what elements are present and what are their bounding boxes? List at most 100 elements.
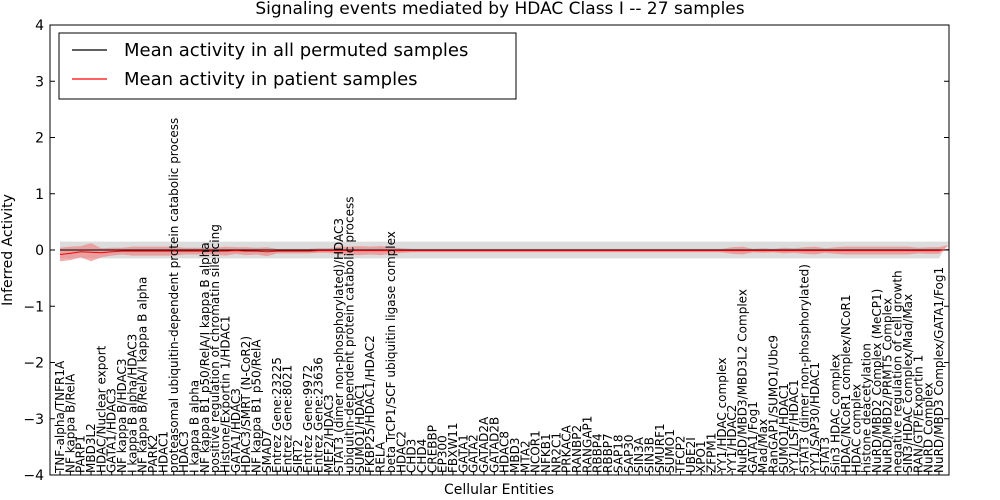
x-tick-label: Entrez Gene:23225 xyxy=(270,357,284,473)
x-tick-label: HDAC2 xyxy=(394,431,408,473)
x-tick-label: MEF2/HDAC3 xyxy=(322,394,336,473)
x-tick-label: STAT3 (dimer non-phosphorylated) xyxy=(798,264,812,473)
x-tick-label: NF kappa B/HDAC3 xyxy=(115,358,129,473)
x-tick-label: NF kappa B1 p50/RelA xyxy=(250,339,264,473)
x-tick-label: NF kappa B/RelA/I kappa B alpha xyxy=(136,277,150,473)
x-tick-label: Mad/Max xyxy=(756,419,770,473)
x-tick-label: CHD3 xyxy=(405,439,419,473)
x-tick-label: SUMO1/HDAC1 xyxy=(777,383,791,473)
x-tick-label: NuRD Complex xyxy=(922,382,936,473)
x-tick-label: GATA2 xyxy=(467,434,481,473)
x-tick-label: Entrez Gene:8021 xyxy=(281,365,295,473)
x-tick-label: NFKB1 xyxy=(539,433,553,473)
plot-area xyxy=(59,241,950,262)
x-tick-label: HDAC/NCoR1 complex/NCoR1 xyxy=(839,294,853,473)
x-tick-label: Sin3 HDAC complex xyxy=(829,354,843,473)
y-tick-label: 4 xyxy=(35,18,44,34)
y-axis-label: Inferred Activity xyxy=(0,194,16,306)
x-tick-label: RBBP4 xyxy=(591,433,605,473)
y-tick-label: −2 xyxy=(23,356,44,372)
x-tick-label: TNF-alpha/TNFR1A xyxy=(53,360,67,474)
x-tick-label: ubiquitin-dependent protein catabolic pr… xyxy=(343,197,357,473)
x-tick-label: GATA1 xyxy=(456,434,470,473)
x-tick-label: CREBBP xyxy=(425,425,439,473)
x-tick-label: UBE2I xyxy=(684,437,698,473)
x-tick-label: Entrez Gene:23636 xyxy=(312,357,326,473)
x-tick-label: HDAC8 xyxy=(498,431,512,473)
x-tick-label: GATAD2B xyxy=(487,417,501,473)
chart-title: Signaling events mediated by HDAC Class … xyxy=(255,0,744,19)
x-tick-label: HDAC1 xyxy=(156,431,170,473)
x-tick-label: RANBP2 xyxy=(570,425,584,473)
x-tick-label: MTA2 xyxy=(518,440,532,473)
x-tick-label: YY1/LSF/HDAC1 xyxy=(787,379,801,474)
legend-label-permuted: Mean activity in all permuted samples xyxy=(124,40,468,61)
x-tick-label: RELA xyxy=(374,441,388,473)
x-tick-label: RBBP7 xyxy=(601,433,615,473)
legend: Mean activity in all permuted samples Me… xyxy=(58,32,517,100)
x-tick-label: SIN3A xyxy=(632,436,646,473)
x-tick-label: GATA1/HDAC3 xyxy=(105,388,119,473)
x-tick-label: PARK2 xyxy=(146,434,160,473)
x-tick-label: STAT3 xyxy=(818,437,832,473)
x-tick-label: NuRD/MBD2 Complex (MeCP1) xyxy=(870,289,884,473)
x-tick-label: RanGAP1/SUMO1/Ubc9 xyxy=(767,335,781,473)
y-tick-label: 1 xyxy=(35,187,44,203)
x-tick-label: MBD3L2 xyxy=(84,423,98,473)
x-tick-label: XPO1 xyxy=(694,440,708,473)
x-tick-label: NuRD/MBD3/MBD3L2 Complex xyxy=(736,289,750,473)
x-tick-label: I kappa B alpha xyxy=(187,380,201,473)
x-tick-label: SMURF1 xyxy=(653,423,667,473)
x-tick-label: YY1/HDAC2 xyxy=(725,405,739,474)
x-tick-label: RAN/GTP/Exportin 1 xyxy=(911,355,925,473)
x-tick-label: SAP18 xyxy=(611,434,625,473)
x-tick-label: PRKACA xyxy=(560,424,574,473)
y-tick-label: −4 xyxy=(23,468,44,484)
x-tick-label: SUMO1/HDAC1 xyxy=(353,383,367,473)
x-tick-label: beta TrCP1/SCF ubiquitin ligase complex xyxy=(384,231,398,473)
x-tick-label: EP300 xyxy=(436,435,450,473)
x-tick-label: TFCP2 xyxy=(674,436,688,474)
x-tick-label: CHD4 xyxy=(415,439,429,473)
series-band-1 xyxy=(60,243,950,262)
plot-frame xyxy=(49,24,950,476)
x-tick-label: GATAD2A xyxy=(477,416,491,473)
x-tick-label: SAP30 xyxy=(622,434,636,473)
x-tick-label: GATA1/HDAC3 xyxy=(229,388,243,473)
legend-box xyxy=(58,32,517,100)
x-tick-label: SIN3B xyxy=(642,437,656,473)
x-tick-label: GATA1/Fog1 xyxy=(746,401,760,473)
x-tick-label: SIRT2 xyxy=(291,439,305,473)
x-tick-label: NuRD/MBD2/PRMT5 Complex xyxy=(880,298,894,473)
x-tick-label: ZFPM1 xyxy=(705,433,719,473)
x-tick-label: proteasomal ubiquitin-dependent protein … xyxy=(167,118,181,473)
x-tick-label: PARP1 xyxy=(74,435,88,473)
x-tick-label: YY1/SAP30/HDAC1 xyxy=(808,362,822,474)
x-tick-label: histone deacetylation xyxy=(860,343,874,473)
x-tick-label: SIN3/HDAC complex/Mad/Max xyxy=(901,294,915,473)
x-tick-label: SUMO1 xyxy=(663,429,677,473)
x-tick-label: RANGAP1 xyxy=(580,416,594,473)
x-tick-label: HDAC complex xyxy=(849,384,863,473)
x-tick-label: YY1/HDAC complex xyxy=(715,358,729,474)
x-tick-label: HDAC/Nuclear export xyxy=(94,345,108,473)
x-tick-label: FBXW11 xyxy=(446,423,460,474)
series-line-1 xyxy=(59,248,950,255)
legend-label-patient: Mean activity in patient samples xyxy=(124,69,418,90)
x-tick-label: positive regulation of chromatin silenci… xyxy=(208,224,222,473)
x-tick-label: HDAC3 xyxy=(177,431,191,473)
x-tick-label: MBD3 xyxy=(508,438,522,473)
y-tick-label: 0 xyxy=(35,243,44,259)
x-tick-label: NCOR1 xyxy=(529,430,543,473)
x-tick-label: HDAC3/SMRT (N-CoR2) xyxy=(239,336,253,473)
y-tick-label: −3 xyxy=(23,412,44,428)
y-tick-label: 3 xyxy=(35,74,44,90)
x-tick-label: NuRD/MBD3 Complex/GATA1/Fog1 xyxy=(932,267,946,473)
x-axis-label: Cellular Entities xyxy=(444,482,554,498)
x-tick-label: FKBP25/HDAC1/HDAC2 xyxy=(363,335,377,473)
x-tick-label: NF kappa B1 p50/RelA/I kappa B alpha xyxy=(198,242,212,473)
y-tick-label: −1 xyxy=(23,299,44,315)
